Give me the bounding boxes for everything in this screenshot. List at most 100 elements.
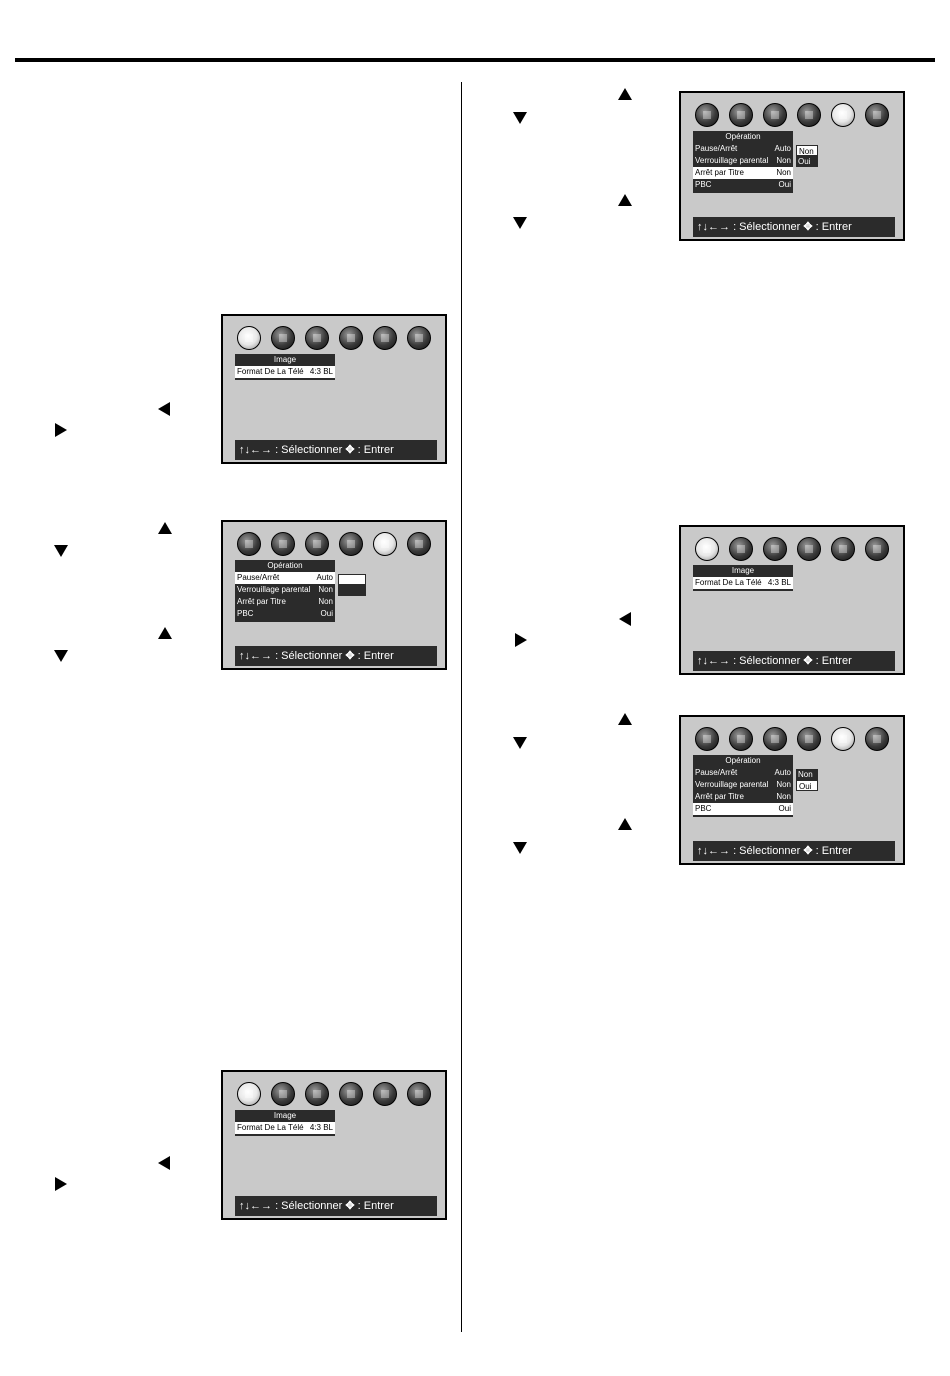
footer-hint: ↑↓←→ : Sélectionner ✥ : Entrer xyxy=(693,217,895,237)
down-arrow-icon xyxy=(513,737,527,749)
language-icon[interactable] xyxy=(305,326,329,350)
row-value: 4:3 BL xyxy=(309,367,333,376)
enter-hint: : Entrer xyxy=(357,650,394,662)
parental-lock-row[interactable]: Verrouillage parental Non xyxy=(693,155,793,167)
parental-lock-row[interactable]: Verrouillage parental Non xyxy=(693,779,793,791)
osd-screen-operation-2: Opération Pause/Arrêt Auto Verrouillage … xyxy=(679,91,905,241)
right-arrow-icon xyxy=(515,633,527,647)
sound-icon[interactable] xyxy=(729,537,753,561)
language-icon[interactable] xyxy=(305,532,329,556)
up-arrow-icon xyxy=(618,713,632,725)
tv-format-row[interactable]: Format De La Télé 4:3 BL xyxy=(235,1122,335,1134)
select-hint: : Sélectionner xyxy=(275,444,343,456)
operation-icon[interactable] xyxy=(373,1082,397,1106)
tv-format-row[interactable]: Format De La Télé 4:3 BL xyxy=(693,577,793,589)
row-label: Pause/Arrêt xyxy=(695,768,738,777)
option-empty[interactable] xyxy=(338,585,366,596)
picture-icon[interactable] xyxy=(237,532,261,556)
picture-icon[interactable] xyxy=(237,1082,261,1106)
language-icon[interactable] xyxy=(305,1082,329,1106)
parental-lock-row[interactable]: Verrouillage parental Non xyxy=(235,584,335,596)
option-empty[interactable] xyxy=(338,574,366,585)
up-arrow-icon xyxy=(618,88,632,100)
initialize-icon[interactable] xyxy=(407,1082,431,1106)
menu-title: Opération xyxy=(725,756,761,765)
arrows-icon: ↑↓←→ xyxy=(697,845,730,857)
language-icon[interactable] xyxy=(763,103,787,127)
display-icon[interactable] xyxy=(339,1082,363,1106)
picture-icon[interactable] xyxy=(695,103,719,127)
menu-title: Opération xyxy=(725,132,761,141)
enter-hint: : Entrer xyxy=(815,655,852,667)
left-arrow-icon xyxy=(619,612,631,626)
initialize-icon[interactable] xyxy=(865,537,889,561)
menu-icon-bar xyxy=(237,532,437,558)
option-non[interactable]: Non xyxy=(798,770,813,779)
sound-icon[interactable] xyxy=(729,103,753,127)
row-value: Non xyxy=(776,168,791,177)
enter-hint: : Entrer xyxy=(357,444,394,456)
display-icon[interactable] xyxy=(339,532,363,556)
initialize-icon[interactable] xyxy=(865,727,889,751)
operation-icon[interactable] xyxy=(373,326,397,350)
initialize-icon[interactable] xyxy=(407,326,431,350)
sound-icon[interactable] xyxy=(271,326,295,350)
pbc-row[interactable]: PBC Oui xyxy=(693,179,793,191)
operation-icon[interactable] xyxy=(831,727,855,751)
title-stop-row[interactable]: Arrêt par Titre Non xyxy=(693,791,793,803)
row-label: PBC xyxy=(237,609,254,618)
title-stop-row[interactable]: Arrêt par Titre Non xyxy=(235,596,335,608)
operation-icon[interactable] xyxy=(831,537,855,561)
picture-icon[interactable] xyxy=(237,326,261,350)
picture-icon[interactable] xyxy=(695,537,719,561)
operation-icon[interactable] xyxy=(831,103,855,127)
operation-menu: Opération Pause/Arrêt Auto Verrouillage … xyxy=(235,560,335,622)
footer-hint: ↑↓←→ : Sélectionner ✥ : Entrer xyxy=(235,440,437,460)
language-icon[interactable] xyxy=(763,537,787,561)
sound-icon[interactable] xyxy=(271,1082,295,1106)
display-icon[interactable] xyxy=(797,103,821,127)
select-hint: : Sélectionner xyxy=(275,1200,343,1212)
pbc-row[interactable]: PBC Oui xyxy=(235,608,335,620)
display-icon[interactable] xyxy=(339,326,363,350)
language-icon[interactable] xyxy=(763,727,787,751)
row-value: Auto xyxy=(316,573,333,582)
initialize-icon[interactable] xyxy=(865,103,889,127)
row-value: Oui xyxy=(778,804,791,813)
enter-icon: ✥ xyxy=(803,655,813,667)
pause-stop-row[interactable]: Pause/Arrêt Auto xyxy=(693,143,793,155)
row-label: Pause/Arrêt xyxy=(695,144,738,153)
up-arrow-icon xyxy=(618,194,632,206)
option-oui[interactable]: Oui xyxy=(798,157,811,166)
option-oui[interactable]: Oui xyxy=(796,780,818,791)
display-icon[interactable] xyxy=(797,727,821,751)
up-arrow-icon xyxy=(158,522,172,534)
tv-format-row[interactable]: Format De La Télé 4:3 BL xyxy=(235,366,335,378)
down-arrow-icon xyxy=(513,842,527,854)
menu-icon-bar xyxy=(695,103,895,129)
operation-icon[interactable] xyxy=(373,532,397,556)
enter-icon: ✥ xyxy=(345,444,355,456)
image-menu: Image Format De La Télé 4:3 BL xyxy=(235,1110,335,1136)
top-rule xyxy=(15,58,935,62)
enter-hint: : Entrer xyxy=(815,221,852,233)
option-non[interactable]: Non xyxy=(796,145,818,156)
osd-screen-image-1: Image Format De La Télé 4:3 BL ↑↓←→ : Sé… xyxy=(221,314,447,464)
option-popup: Non Oui xyxy=(796,145,818,167)
sound-icon[interactable] xyxy=(271,532,295,556)
row-value: Non xyxy=(776,792,791,801)
picture-icon[interactable] xyxy=(695,727,719,751)
row-label: PBC xyxy=(695,804,712,813)
pause-stop-row[interactable]: Pause/Arrêt Auto xyxy=(693,767,793,779)
display-icon[interactable] xyxy=(797,537,821,561)
sound-icon[interactable] xyxy=(729,727,753,751)
option-popup xyxy=(338,574,366,596)
pause-stop-row[interactable]: Pause/Arrêt Auto xyxy=(235,572,335,584)
title-stop-row[interactable]: Arrêt par Titre Non xyxy=(693,167,793,179)
osd-screen-operation-1: Opération Pause/Arrêt Auto Verrouillage … xyxy=(221,520,447,670)
enter-icon: ✥ xyxy=(803,845,813,857)
left-arrow-icon xyxy=(158,402,170,416)
pbc-row[interactable]: PBC Oui xyxy=(693,803,793,815)
initialize-icon[interactable] xyxy=(407,532,431,556)
footer-hint: ↑↓←→ : Sélectionner ✥ : Entrer xyxy=(693,651,895,671)
